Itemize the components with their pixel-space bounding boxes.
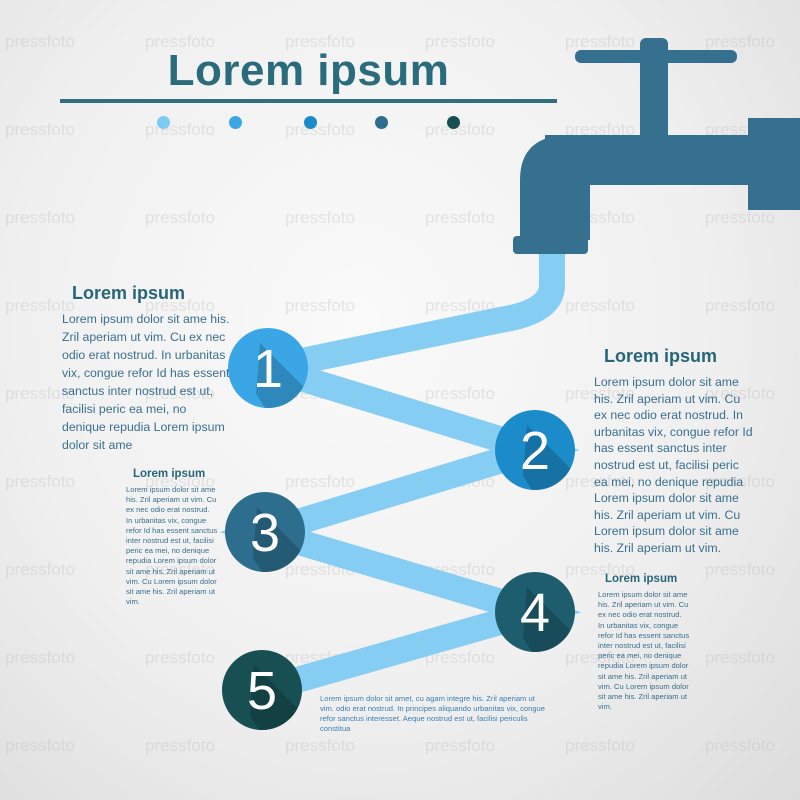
block-text: Lorem ipsum dolor sit ame his. Zril aper… bbox=[126, 485, 218, 607]
block-heading: Lorem ipsum bbox=[605, 573, 678, 585]
block-heading: Lorem ipsum bbox=[604, 346, 718, 366]
step-3-badge: 3 bbox=[225, 492, 305, 572]
block-text: Lorem ipsum dolor sit ame his. Zril aper… bbox=[62, 312, 230, 452]
step-circle bbox=[225, 492, 305, 572]
water-stream bbox=[219, 254, 582, 703]
step-circle bbox=[222, 650, 302, 730]
step-number: 4 bbox=[520, 583, 550, 643]
text-block-3: Lorem ipsum Lorem ipsum dolor sit ame hi… bbox=[126, 468, 218, 607]
text-block-4: Lorem ipsum Lorem ipsum dolor sit ame hi… bbox=[598, 573, 690, 712]
step-1-badge: 1 bbox=[228, 328, 308, 408]
step-number: 2 bbox=[520, 421, 550, 481]
dot-4 bbox=[375, 116, 388, 129]
step-4-badge: 4 bbox=[495, 572, 575, 652]
block-heading: Lorem ipsum bbox=[133, 468, 206, 480]
long-shadow bbox=[250, 665, 302, 730]
text-block-1: Lorem ipsum Lorem ipsum dolor sit ame hi… bbox=[62, 283, 232, 454]
dot-2 bbox=[229, 116, 242, 129]
step-2-badge: 2 bbox=[495, 410, 575, 490]
faucet-icon bbox=[513, 38, 800, 254]
step-circle bbox=[495, 572, 575, 652]
long-shadow bbox=[256, 343, 308, 408]
step-5-badge: 5 bbox=[222, 650, 302, 730]
long-shadow bbox=[523, 425, 575, 490]
block-text: Lorem ipsum dolor sit ame his. Zril aper… bbox=[594, 375, 753, 555]
step-number: 3 bbox=[250, 503, 280, 563]
block-text: Lorem ipsum dolor sit amet, cu agam inte… bbox=[320, 694, 545, 733]
text-block-2: Lorem ipsum Lorem ipsum dolor sit ame hi… bbox=[594, 346, 754, 557]
title-divider bbox=[60, 99, 557, 103]
step-number: 5 bbox=[247, 661, 277, 721]
long-shadow bbox=[523, 587, 575, 652]
step-circle bbox=[228, 328, 308, 408]
long-shadow bbox=[253, 507, 305, 572]
dot-1 bbox=[157, 116, 170, 129]
dot-5 bbox=[447, 116, 460, 129]
block-text: Lorem ipsum dolor sit ame his. Zril aper… bbox=[598, 590, 690, 712]
page-title: Lorem ipsum bbox=[167, 46, 450, 95]
step-number: 1 bbox=[253, 339, 283, 399]
block-heading: Lorem ipsum bbox=[72, 283, 186, 303]
step-circle bbox=[495, 410, 575, 490]
text-block-5: Lorem ipsum dolor sit amet, cu agam inte… bbox=[320, 694, 550, 734]
dot-3 bbox=[304, 116, 317, 129]
